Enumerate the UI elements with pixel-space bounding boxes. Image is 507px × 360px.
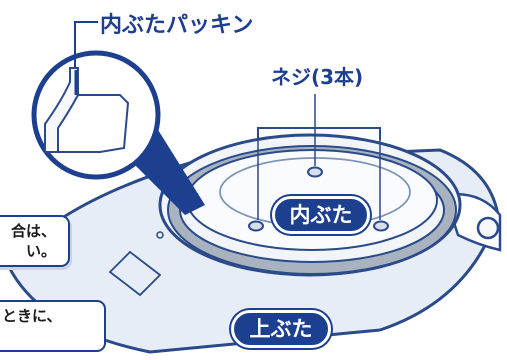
note-top-line1: 合は、: [10, 222, 56, 240]
gasket-label: 内ぶたパッキン: [100, 13, 254, 38]
gasket-ring-outline-outer: [167, 145, 457, 275]
detail-hole: [156, 231, 164, 239]
note-box-bottom: ときに、: [0, 300, 106, 352]
note-top-line2: い。: [25, 242, 56, 260]
inner-lid-badge: 内ぶた: [272, 196, 370, 234]
outer-lid-tab: [108, 250, 162, 297]
screw-bracket: [257, 127, 381, 140]
screw-left: [248, 220, 264, 232]
note-bottom-line1: ときに、: [2, 307, 62, 325]
magnifier-circle: [31, 50, 161, 180]
screw-top: [307, 166, 323, 178]
gasket-leader: [74, 21, 98, 68]
screw-right: [373, 220, 389, 232]
hinge-knob: [476, 216, 500, 240]
lid-cross-section: [58, 94, 130, 153]
screw-label: ネジ(3本): [271, 65, 364, 89]
note-box-top: 合は、 い。: [0, 215, 70, 267]
outer-lid-badge: 上ぶた: [231, 310, 331, 348]
